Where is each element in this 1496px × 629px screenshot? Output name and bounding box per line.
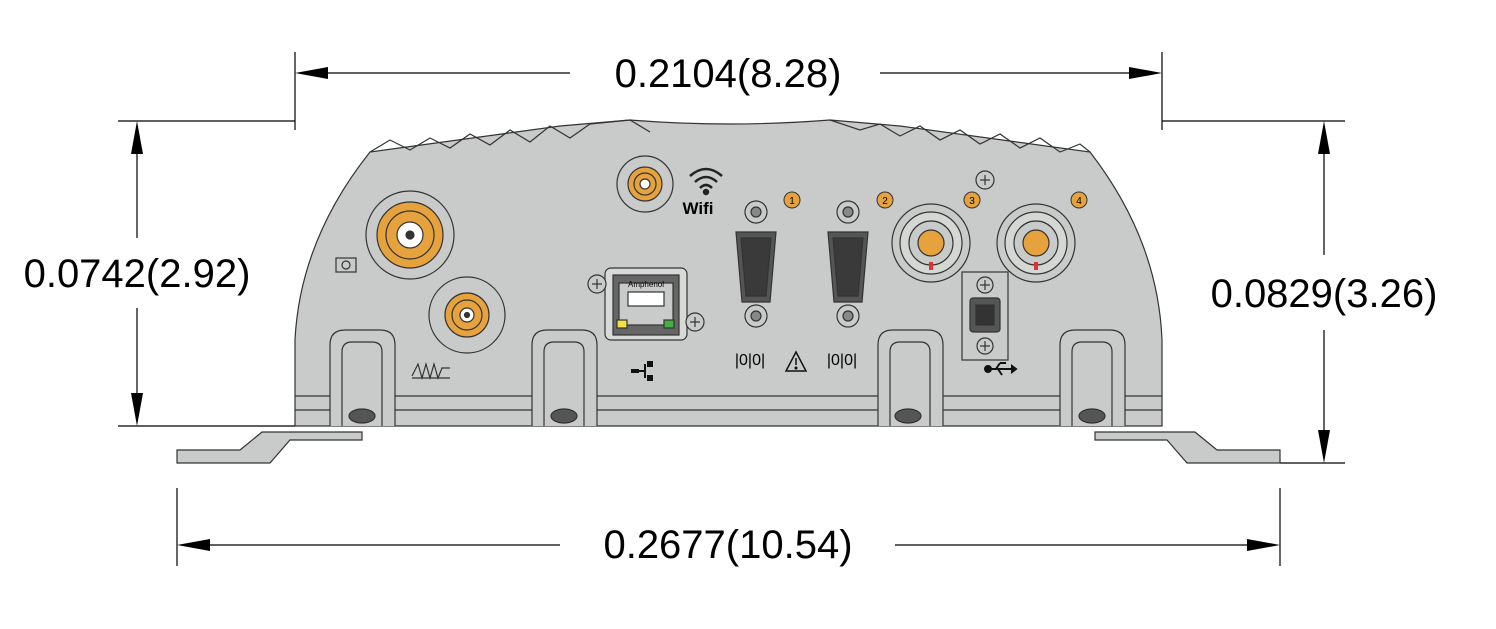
port-number-3: 3 bbox=[969, 196, 975, 207]
cooling-fins bbox=[369, 119, 1091, 153]
left-height-dimension: 0.0742(2.92) bbox=[24, 252, 251, 296]
device-body bbox=[176, 119, 1281, 464]
usb-icon bbox=[984, 362, 1018, 376]
wifi-icon bbox=[689, 167, 723, 196]
left-mounting-flange bbox=[176, 431, 363, 464]
gps-icon bbox=[335, 257, 357, 273]
circular-connector-2 bbox=[996, 203, 1076, 283]
right-mounting-flange bbox=[1094, 431, 1281, 464]
circular-connector-1 bbox=[891, 203, 971, 283]
warning-icon bbox=[784, 350, 808, 372]
serial-label-1: |0|0| bbox=[735, 352, 765, 369]
mounting-slots bbox=[329, 329, 1126, 426]
top-width-dimension: 0.2104(8.28) bbox=[615, 52, 842, 96]
housing-outline bbox=[294, 119, 1163, 427]
main-antenna-connector bbox=[365, 190, 455, 280]
port-number-2: 2 bbox=[882, 196, 888, 207]
usb-port bbox=[961, 271, 1009, 361]
ethernet-port bbox=[604, 267, 688, 341]
dimension-lines bbox=[118, 52, 1345, 566]
dimension-arrows bbox=[131, 67, 1330, 551]
serial-label-2: |0|0| bbox=[827, 352, 857, 369]
ethernet-icon bbox=[631, 361, 653, 381]
port-number-badges bbox=[783, 191, 1088, 209]
port-number-4: 4 bbox=[1076, 196, 1082, 207]
screw-icon-left bbox=[587, 274, 607, 294]
antenna-coil-icon bbox=[411, 361, 450, 381]
screw-icon-right bbox=[685, 312, 705, 332]
gps-antenna-connector bbox=[428, 276, 506, 354]
serial-port-1 bbox=[735, 200, 777, 328]
serial-port-2 bbox=[827, 200, 869, 328]
screw-icon-top bbox=[975, 170, 995, 190]
port-number-1: 1 bbox=[789, 196, 795, 207]
wifi-antenna-connector bbox=[616, 155, 674, 213]
right-height-dimension: 0.0829(3.26) bbox=[1211, 272, 1438, 316]
wifi-label: Wifi bbox=[682, 199, 713, 218]
rj45-brand-label: Amphenol bbox=[628, 280, 664, 289]
bottom-width-dimension: 0.2677(10.54) bbox=[603, 523, 852, 567]
